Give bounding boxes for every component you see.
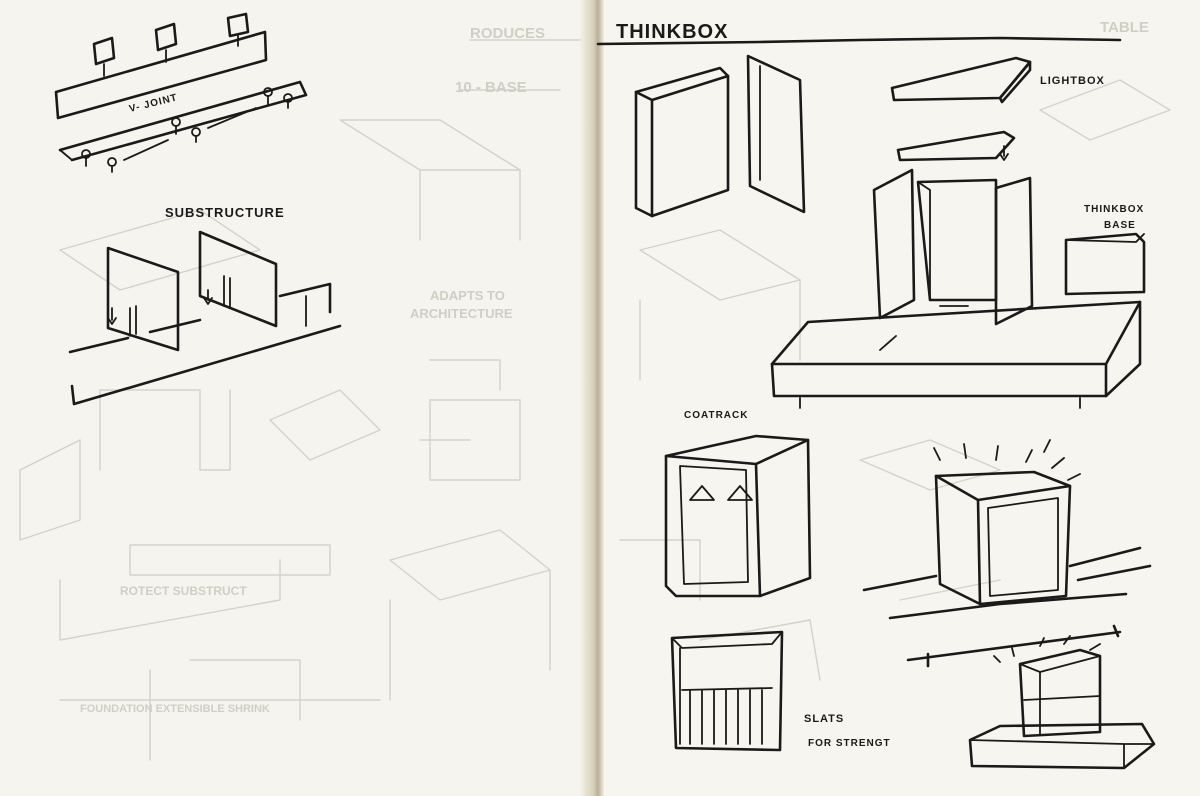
slats-label-1: SLATS [804,713,844,725]
notebook-spine [580,0,604,796]
substructure-label: SUBSTRUCTURE [165,205,285,220]
svg-text:FOUNDATION EXTENSIBLE SHRINK: FOUNDATION EXTENSIBLE SHRINK [80,703,270,715]
thinkbox-base-label-1: THINKBOX [1084,204,1144,215]
svg-text:RODUCES: RODUCES [470,25,545,42]
svg-text:10 - BASE: 10 - BASE [455,79,527,96]
svg-text:ARCHITECTURE: ARCHITECTURE [410,306,513,321]
slats-sketch: SLATS FOR STRENGT [670,630,891,752]
glowing-box-sketch [862,439,1152,620]
coatrack-sketch: COATRACK [664,410,812,598]
thinkbox-header: THINKBOX [596,21,1122,46]
thinkbox-base-sketch: THINKBOX BASE [1064,204,1146,296]
substructure-sketch: SUBSTRUCTURE [68,205,342,406]
lightbox-label: LIGHTBOX [1040,75,1105,87]
coatrack-label: COATRACK [684,410,748,421]
svg-text:ROTECT SUBSTRUCT: ROTECT SUBSTRUCT [120,584,247,598]
thinkbox-panels-sketch [634,54,806,218]
svg-text:TABLE: TABLE [1100,19,1149,36]
bleed-through-right: TABLE [619,19,1171,681]
slats-label-2: FOR STRENGT [808,738,891,749]
lightbox-sketch: LIGHTBOX [890,56,1105,162]
page-title: THINKBOX [616,21,728,43]
bleed-through-left: RODUCES 10 - BASE ADAPTS TO ARCHITECTURE… [19,25,581,761]
thinkbox-base-label-2: BASE [1104,220,1136,231]
svg-text:ADAPTS TO: ADAPTS TO [430,288,505,303]
left-page [0,0,594,796]
thinkbox-assembly-sketch [770,168,1142,409]
shelf-on-base-sketch [906,624,1156,770]
right-page [600,0,1200,796]
